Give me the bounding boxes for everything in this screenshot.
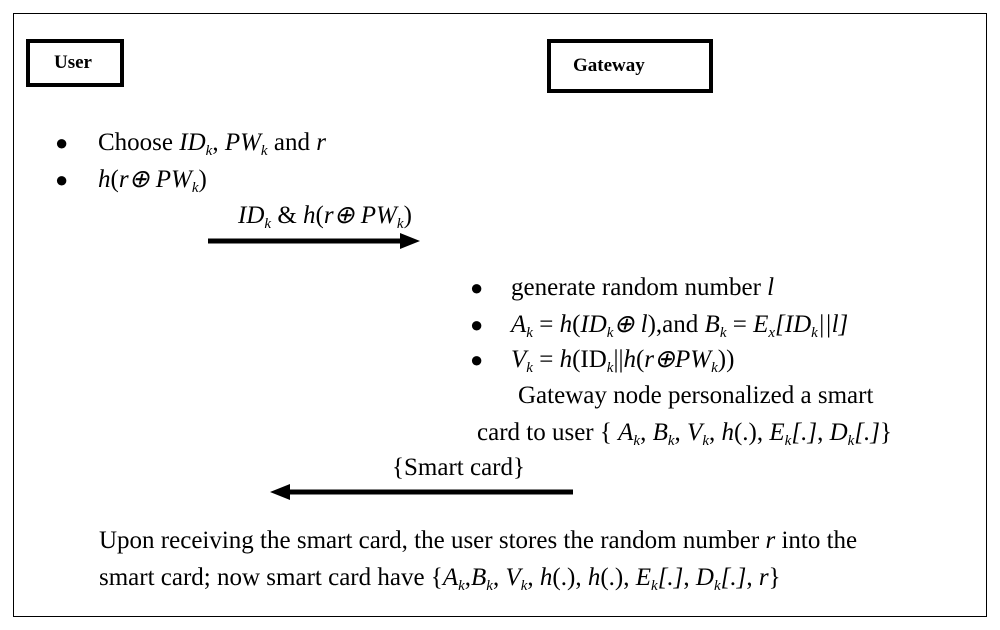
- footer-line-2: smart card; now smart card have {Ak,Bk, …: [99, 564, 781, 594]
- message-1-label: IDk & h(r⊕ PWk): [238, 202, 412, 232]
- bullet-icon: ●: [470, 347, 484, 372]
- arrow-user-to-gateway: [208, 233, 420, 249]
- footer-line-1: Upon receiving the smart card, the user …: [99, 527, 858, 554]
- bullet-icon: ●: [55, 167, 69, 192]
- gateway-step-v: Vk = h(IDk||h(r⊕PWk)): [511, 346, 735, 376]
- user-step-hash: h(r⊕ PWk): [98, 166, 207, 196]
- user-actor-label: User: [54, 52, 92, 73]
- user-step-choose: Choose IDk, PWk and r: [98, 129, 326, 159]
- gateway-step-random: generate random number l: [511, 274, 775, 301]
- gateway-note-line-1: Gateway node personalized a smart: [518, 382, 874, 409]
- diagram-frame: [13, 13, 987, 617]
- gateway-actor-box: Gateway: [547, 39, 713, 93]
- bullet-icon: ●: [470, 312, 484, 337]
- gateway-step-ab: Ak = h(IDk⊕ l),and Bk = Ex[IDk||l]: [511, 311, 849, 341]
- message-2-label: {Smart card}: [392, 454, 525, 481]
- gateway-note-line-2: card to user { Ak, Bk, Vk, h(.), Ek[.], …: [477, 419, 893, 449]
- user-actor-box: User: [26, 39, 124, 87]
- bullet-icon: ●: [55, 130, 69, 155]
- arrow-gateway-to-user: [270, 484, 573, 500]
- bullet-icon: ●: [470, 275, 484, 300]
- gateway-actor-label: Gateway: [573, 55, 645, 76]
